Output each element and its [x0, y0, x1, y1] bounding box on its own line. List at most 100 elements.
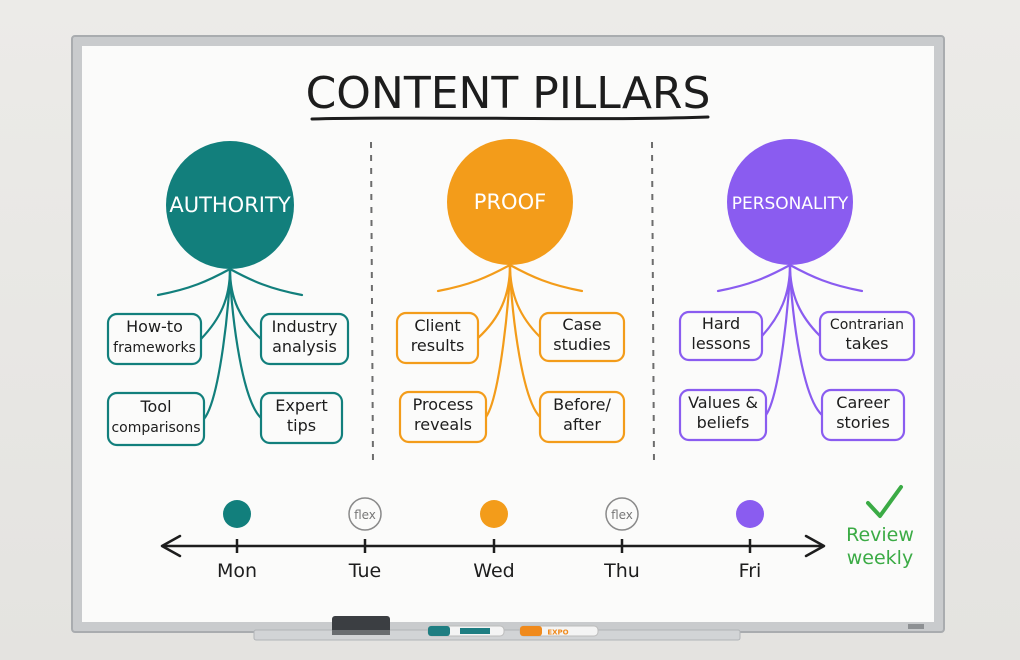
topic-box-outline: [678, 388, 768, 442]
root-line: [156, 267, 232, 297]
topic-box-outline: [678, 310, 764, 362]
topic-text: Client: [414, 316, 460, 335]
topic-text: Contrarian: [830, 317, 904, 333]
review-text-line1: Review: [846, 524, 914, 546]
day-wed: Wed: [473, 500, 515, 582]
pillars: AUTHORITY How-to frameworks Industryanalysi…: [106, 139, 916, 447]
topic-text: Before/: [553, 395, 611, 414]
root-line: [508, 263, 584, 293]
topic-text: results: [411, 336, 465, 355]
day-label: Wed: [473, 560, 514, 582]
divider-2: [651, 141, 655, 465]
flex-label: flex: [354, 508, 376, 522]
flex-marker: [348, 497, 382, 531]
teal-marker-band: [460, 628, 490, 634]
pillar-day-dot: [223, 500, 251, 528]
topic-text: studies: [553, 335, 611, 354]
topic-text: takes: [846, 334, 889, 353]
pillar-circle: [447, 139, 573, 265]
pillar-label: PERSONALITY: [732, 194, 849, 214]
teal-marker[interactable]: [427, 625, 505, 637]
topic-text: Career: [836, 393, 890, 412]
title-underline: [310, 115, 710, 121]
whiteboard: [71, 35, 945, 633]
timeline-arrow-right-icon: [804, 534, 826, 558]
root-line: [228, 267, 304, 297]
topic-text: frameworks: [113, 340, 196, 356]
marker-brand-label: EXPO: [547, 629, 568, 637]
topic-text: reveals: [414, 415, 472, 434]
review-note: Review weekly: [846, 485, 914, 569]
day-label: Fri: [739, 560, 762, 582]
topic-text: Values &: [688, 393, 758, 412]
topic-box-outline: [106, 312, 203, 366]
branch-line: [508, 263, 542, 419]
orange-marker[interactable]: EXPO: [519, 625, 599, 637]
topic-text: Hard: [702, 314, 740, 333]
topic-text: Expert: [275, 396, 327, 415]
pillar-day-dot: [480, 500, 508, 528]
topic-text: Case: [562, 315, 601, 334]
pillar-authority: AUTHORITY How-to frameworks Industryanalysi…: [106, 141, 350, 447]
topic-box-outline: [398, 390, 488, 444]
topic-text: analysis: [272, 337, 337, 356]
pillar-circle: [727, 139, 853, 265]
topic-box: Before/after: [538, 390, 626, 444]
eraser-felt: [332, 630, 390, 635]
day-label: Tue: [348, 560, 381, 582]
topic-text: Industry: [272, 317, 338, 336]
pillar-circle: [166, 141, 294, 269]
topic-box-outline: [259, 391, 344, 445]
topic-text: lessons: [691, 334, 750, 353]
orange-marker-cap: [520, 626, 542, 636]
flex-marker: [605, 497, 639, 531]
checkmark-icon: [866, 485, 903, 518]
teal-marker-cap: [428, 626, 450, 636]
root-line: [716, 263, 792, 293]
branch-line: [228, 267, 263, 420]
pillar-label: PROOF: [474, 190, 546, 214]
topic-box: Values &beliefs: [678, 388, 768, 442]
eraser[interactable]: [332, 616, 390, 634]
topic-text: comparisons: [111, 420, 200, 436]
topic-text: How-to: [126, 317, 183, 336]
topic-text: after: [563, 415, 601, 434]
topic-box: How-to frameworks: [106, 312, 203, 366]
board-title: CONTENT PILLARS: [306, 68, 710, 121]
pillar-day-dot: [736, 500, 764, 528]
topic-box-outline: [259, 312, 350, 366]
branch-line: [788, 263, 824, 417]
topic-box-outline: [395, 311, 480, 365]
timeline-arrow-left-icon: [160, 534, 182, 558]
divider-1: [370, 141, 374, 465]
topic-box-outline: [818, 310, 916, 362]
pillar-label: AUTHORITY: [169, 193, 290, 217]
topic-text: stories: [836, 413, 890, 432]
topic-box-outline: [538, 311, 626, 363]
root-line: [436, 263, 512, 293]
topic-text: Process: [413, 395, 474, 414]
flex-label: flex: [611, 508, 633, 522]
day-fri: Fri: [736, 500, 764, 582]
topic-text: beliefs: [697, 413, 750, 432]
day-mon: Mon: [217, 500, 257, 582]
day-label: Thu: [603, 560, 640, 582]
topic-text: Tool: [139, 397, 171, 416]
topic-box-outline: [106, 391, 206, 447]
review-text-line2: weekly: [847, 547, 913, 569]
topic-text: tips: [287, 416, 316, 435]
marker-tray: EXPO: [253, 616, 741, 641]
